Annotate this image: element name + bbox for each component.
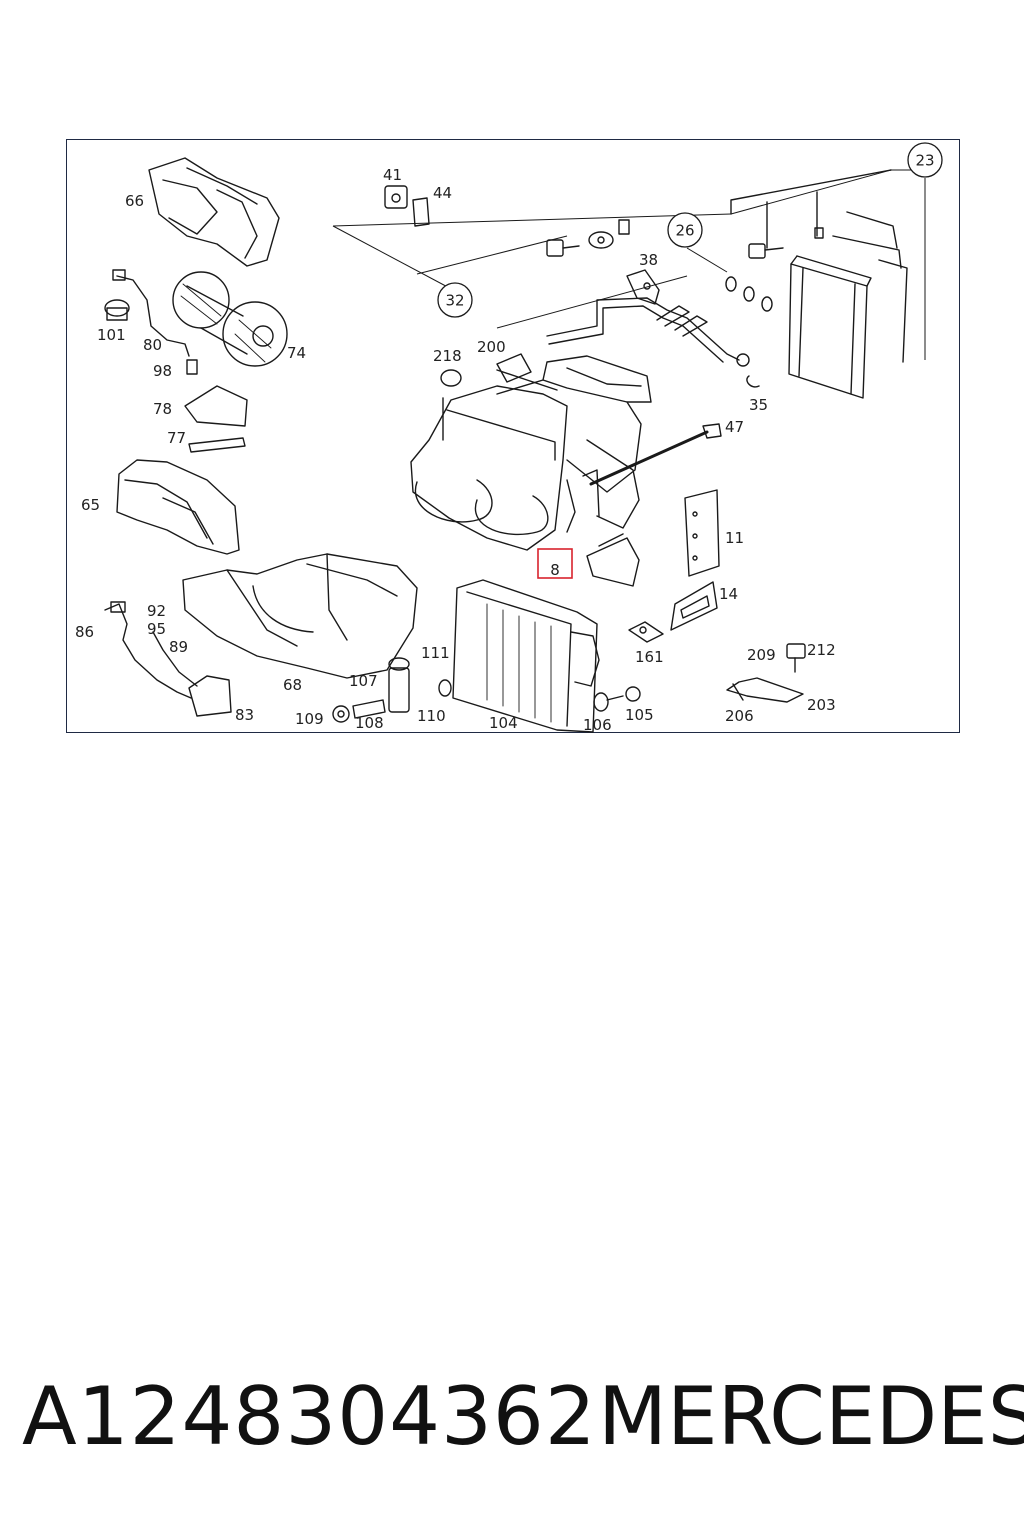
part-47-cable (589, 423, 722, 486)
part-14-vent (670, 581, 718, 631)
part-44-clip (412, 197, 430, 227)
label-161: 161 (635, 648, 664, 666)
label-74: 74 (287, 344, 306, 362)
label-109: 109 (295, 710, 324, 728)
label-83: 83 (235, 706, 254, 724)
part-101-sensor (104, 299, 130, 321)
svg-text:32: 32 (445, 292, 464, 310)
part-11-panel (684, 489, 720, 577)
label-98: 98 (153, 362, 172, 380)
label-104: 104 (489, 714, 518, 732)
part-105-screw (606, 686, 641, 702)
footer: A1248304362 MERCEDES (0, 1370, 1024, 1470)
label-78: 78 (153, 400, 172, 418)
label-80: 80 (143, 336, 162, 354)
label-86: 86 (75, 623, 94, 641)
brand-text: MERCEDES (598, 1370, 1024, 1463)
label-66: 66 (125, 192, 144, 210)
svg-text:23: 23 (915, 152, 934, 170)
label-111: 111 (421, 644, 450, 662)
label-203: 203 (807, 696, 836, 714)
label-200: 200 (477, 338, 506, 356)
part-80-wire (112, 269, 190, 357)
part-109-nut (332, 705, 350, 723)
part-98-clip (186, 359, 198, 375)
label-77: 77 (167, 429, 186, 447)
part-206-203-bracket (726, 677, 804, 703)
label-106: 106 (583, 716, 612, 734)
label-108: 108 (355, 714, 384, 732)
label-35: 35 (749, 396, 768, 414)
label-110: 110 (417, 707, 446, 725)
label-212: 212 (807, 641, 836, 659)
label-101: 101 (97, 326, 126, 344)
part-32-pipe-assembly (546, 297, 750, 367)
part-111-ring (438, 679, 452, 697)
part-83-connector (188, 675, 232, 717)
callout-32: 32 (437, 282, 473, 318)
part-77-strip (188, 437, 246, 453)
diagram-canvas: 23 26 32 66 41 44 101 80 74 98 78 77 65 … (75, 142, 943, 734)
label-209: 209 (747, 646, 776, 664)
label-95: 95 (147, 620, 166, 638)
part-68-lower-housing (182, 553, 418, 679)
part-78-plate (184, 385, 248, 427)
label-218: 218 (433, 347, 462, 365)
label-206: 206 (725, 707, 754, 725)
part-number-text: A1248304362 (22, 1370, 597, 1463)
part-218-grommet (440, 369, 462, 387)
label-41: 41 (383, 166, 402, 184)
label-11: 11 (725, 529, 744, 547)
part-104-evaporator (452, 579, 600, 733)
label-107: 107 (349, 672, 378, 690)
part-107-valve (388, 657, 410, 713)
label-8: 8 (550, 561, 560, 579)
part-23-heater-core (730, 169, 908, 399)
part-106-washer (593, 692, 609, 712)
part-41-clip (384, 185, 408, 209)
label-89: 89 (169, 638, 188, 656)
svg-text:26: 26 (675, 222, 694, 240)
part-209-212-screw (786, 643, 806, 673)
label-44: 44 (433, 184, 452, 202)
part-108-bolt (352, 699, 386, 719)
label-65: 65 (81, 496, 100, 514)
part-74-blower (172, 271, 288, 367)
part-main-housing (410, 355, 652, 587)
callout-23: 23 (907, 142, 943, 178)
part-65-duct (116, 459, 240, 555)
label-68: 68 (283, 676, 302, 694)
label-14: 14 (719, 585, 738, 603)
part-200-bracket (496, 353, 532, 383)
exploded-parts-diagram: 23 26 32 66 41 44 101 80 74 98 78 77 65 … (66, 139, 960, 734)
part-86-harness (104, 601, 198, 699)
highlighted-part-8: 8 (537, 548, 573, 579)
part-35-clip (746, 375, 760, 388)
label-92: 92 (147, 602, 166, 620)
leader-lines-top (332, 169, 927, 360)
label-105: 105 (625, 706, 654, 724)
part-washers-26 (725, 243, 784, 312)
part-38-bracket (626, 269, 660, 305)
part-screw-top (546, 219, 630, 257)
callout-26: 26 (667, 212, 703, 248)
label-38: 38 (639, 251, 658, 269)
part-66-upper-duct (148, 157, 280, 267)
part-161-clip (628, 621, 664, 643)
label-47: 47 (725, 418, 744, 436)
